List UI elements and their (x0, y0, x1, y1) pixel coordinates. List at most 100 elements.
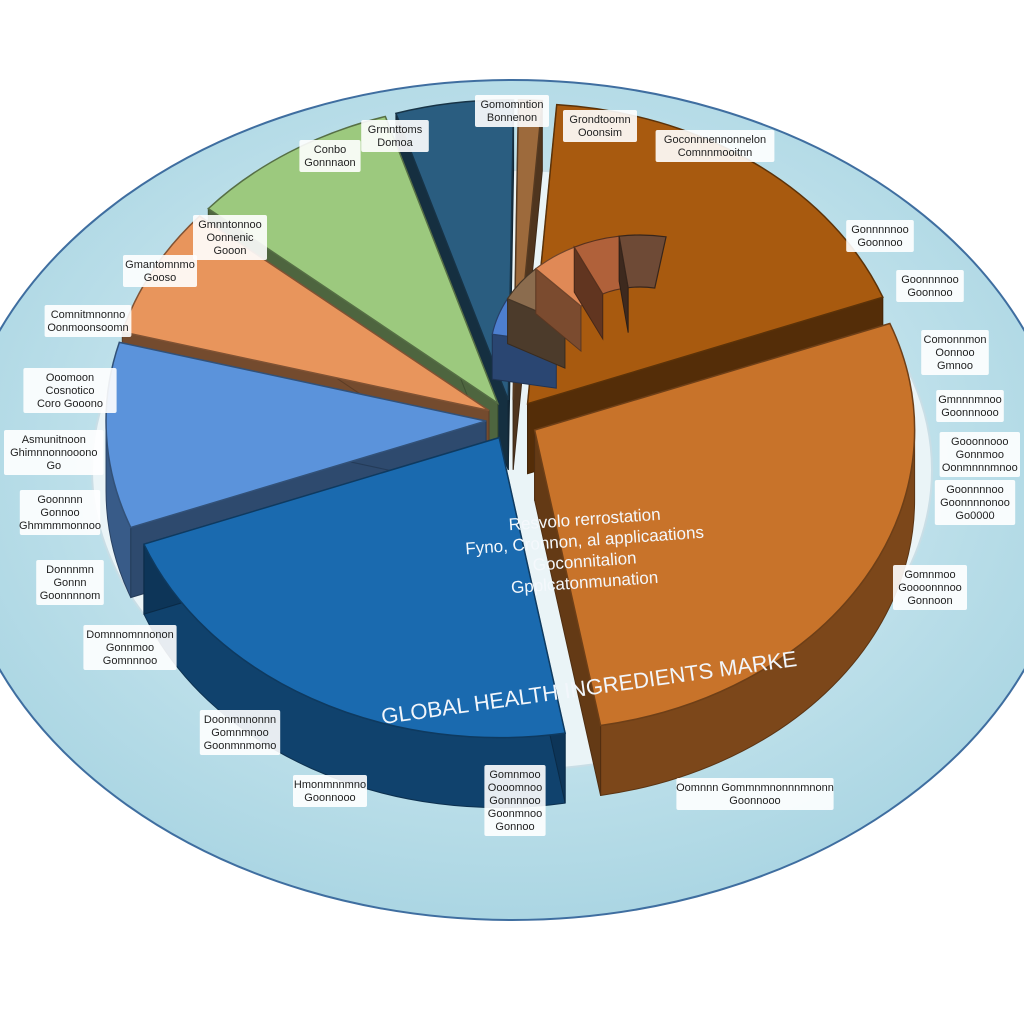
annotation-label-10-box (19, 490, 101, 535)
annotation-label-23-line-1: Goonnoo (857, 237, 902, 249)
annotation-label-23-line-0: Gonnnnnoo (851, 224, 909, 236)
annotation-label-1-box (563, 110, 637, 142)
annotation-label-7-box (44, 305, 132, 337)
annotation-label-8-box (23, 368, 117, 413)
annotation-label-19-line-0: Gooonnooo (951, 436, 1009, 448)
annotation-label-2-line-1: Comnnmooitnn (678, 147, 753, 159)
annotation-label-8-line-1: Cosnotico (46, 385, 95, 397)
annotation-label-12-line-1: Gonnmoo (106, 642, 154, 654)
pie-slice-7-top (533, 322, 916, 727)
annotation-label-3-line-1: Gonnnaon (304, 157, 355, 169)
annotation-label-14-line-0: Hmonmnnmno (294, 779, 366, 791)
annotation-label-20-line-1: Goonnnooo (941, 407, 999, 419)
annotation-label-4-box (361, 120, 429, 152)
annotation-label-10-line-1: Gonnoo (40, 507, 79, 519)
pie-slice-0 (142, 436, 567, 809)
annotation-label-5-box (193, 215, 267, 260)
annotation-label-14-box (293, 775, 367, 807)
annotation-label-21-box (921, 330, 989, 375)
annotation-label-7-line-0: Comnitmnonno (51, 309, 126, 321)
annotation-label-22-line-1: Goonnoo (907, 287, 952, 299)
annotation-label-19-box (939, 432, 1020, 477)
annotation-label-13-line-2: Goonmnmomo (204, 740, 277, 752)
annotation-label-5-line-1: Oonnenic (206, 232, 254, 244)
annotation-label-11-line-0: Donnnmn (46, 564, 94, 576)
annotation-label-18-line-1: Goonnnnonoo (940, 497, 1010, 509)
annotation-label-18-line-0: Goonnnnoo (946, 484, 1004, 496)
annotation-label-21-line-1: Oonnoo (935, 347, 974, 359)
annotation-label-4-line-0: Grmnttoms (368, 124, 423, 136)
annotation-label-22-box (896, 270, 964, 302)
annotation-label-1-line-1: Ooonsim (578, 127, 622, 139)
annotation-label-11-line-1: Gonnn (53, 577, 86, 589)
annotation-label-7-line-1: Oonmoonsoomn (47, 322, 128, 334)
annotation-label-12-line-0: Domnnomnnonon (86, 629, 173, 641)
inner-ring-layer (491, 234, 667, 389)
annotation-label-16-line-1: Goonnooo (729, 795, 780, 807)
annotation-label-5-line-0: Gmnntonnoo (198, 219, 262, 231)
annotation-label-22-line-0: Goonnnnoo (901, 274, 959, 286)
pie-slice-1-top (105, 341, 487, 529)
annotation-label-21-line-0: Comonnmon (924, 334, 987, 346)
annotation-label-14-line-1: Goonnooo (304, 792, 355, 804)
annotation-label-17-line-1: Goooonnnoo (898, 582, 962, 594)
annotation-label-11-line-2: Goonnnnom (40, 590, 101, 602)
annotation-label-13-box (199, 710, 281, 755)
annotation-label-13-line-0: Doonmnnonnn (204, 714, 276, 726)
annotation-label-18-line-2: Go0000 (955, 510, 994, 522)
annotation-label-15-line-4: Gonnoo (495, 821, 534, 833)
annotation-label-0-line-0: Gomomntion (481, 99, 544, 111)
annotation-label-10-line-0: Goonnnn (37, 494, 82, 506)
annotation-label-9-line-0: Asmunitnoon (22, 434, 86, 446)
annotation-label-15-line-2: Gonnnnoo (489, 795, 540, 807)
annotation-label-15-line-1: Oooomnoo (488, 782, 542, 794)
annotation-label-6-line-1: Gooso (144, 272, 176, 284)
annotation-label-1-line-0: Grondtoomn (569, 114, 630, 126)
annotation-label-9-line-1: Ghimnnonnooono (10, 447, 97, 459)
annotation-label-13-line-1: Gomnmnoo (211, 727, 268, 739)
annotation-label-9-box (4, 430, 104, 475)
annotation-label-23-box (846, 220, 914, 252)
annotation-label-3-box (299, 140, 361, 172)
annotation-label-6-line-0: Gmantomnmo (125, 259, 195, 271)
annotation-label-2-line-0: Goconnnennonnelon (664, 134, 766, 146)
annotation-label-15-line-0: Gomnmoo (489, 769, 540, 781)
annotation-label-15-box (484, 765, 546, 836)
annotation-label-16-box (676, 778, 834, 810)
annotation-label-10-line-2: Ghmmmmonnoo (19, 520, 101, 532)
annotation-label-16-line-0: Oomnnn Gommnmnonnnmnonn (676, 782, 834, 794)
annotation-label-17-line-0: Gomnmoo (904, 569, 955, 581)
annotation-label-20-box (936, 390, 1004, 422)
pie-slice-7 (533, 322, 916, 797)
annotation-label-5-line-2: Gooon (213, 245, 246, 257)
annotation-label-20-line-0: Gmnnnmnoo (938, 394, 1002, 406)
annotation-label-6-box (123, 255, 197, 287)
annotation-label-0-line-1: Bonnenon (487, 112, 537, 124)
annotation-label-2-box (655, 130, 775, 162)
annotation-label-17-box (893, 565, 967, 610)
annotation-label-12-line-2: Gomnnnoo (103, 655, 157, 667)
annotation-label-3-line-0: Conbo (314, 144, 346, 156)
annotation-label-17-line-2: Gonnoon (907, 595, 952, 607)
pie-slice-0-top (142, 436, 567, 739)
